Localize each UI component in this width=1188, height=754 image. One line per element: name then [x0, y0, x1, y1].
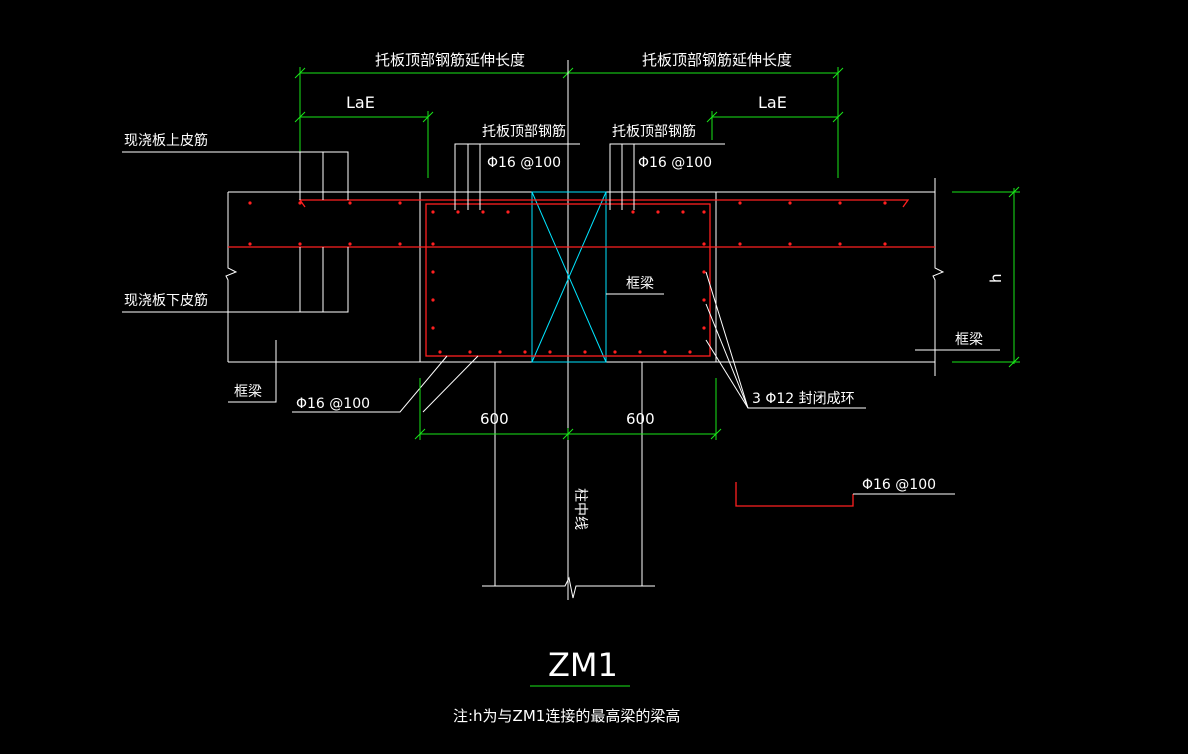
- column-axis-label: 柱中线: [572, 488, 588, 530]
- top-bar-label-left: 托板顶部钢筋: [482, 123, 566, 140]
- slab-bottom-bar-label: 现浇板下皮筋: [124, 292, 208, 309]
- lae-dimension-right: [706, 111, 844, 140]
- slab-outline: [225, 178, 945, 376]
- beam-cross-hatch: [531, 191, 607, 363]
- top-bar-spec-right: Φ16 @100: [638, 155, 712, 171]
- bottom-bar-spec-label: Φ16 @100: [296, 396, 370, 412]
- top-extension-label-left: 托板顶部钢筋延伸长度: [375, 51, 525, 69]
- height-dimension: [952, 186, 1020, 368]
- top-extension-dimension: [294, 67, 844, 178]
- dimension-600-right: 600: [626, 410, 655, 428]
- frame-beam-label-right: 框梁: [955, 332, 983, 348]
- lae-label-left: LaE: [346, 93, 375, 112]
- height-symbol: h: [987, 273, 1005, 283]
- legend-bar: [735, 482, 955, 507]
- slab-top-bar-label: 现浇板上皮筋: [124, 132, 208, 149]
- dimension-600-left: 600: [480, 410, 509, 428]
- bottom-dimension: [414, 378, 722, 440]
- drawing-note: 注:h为与ZM1连接的最高梁的梁高: [453, 707, 680, 725]
- top-extension-label-right: 托板顶部钢筋延伸长度: [642, 51, 792, 69]
- frame-beam-label-center: 框梁: [626, 276, 654, 292]
- rebar-lines: [228, 199, 935, 357]
- closed-ring-label: 3 Φ12 封闭成环: [752, 391, 855, 407]
- rebar-dots: [248, 201, 887, 354]
- top-bar-label-right: 托板顶部钢筋: [612, 123, 696, 140]
- column-outline: [482, 362, 655, 599]
- top-bar-spec-left: Φ16 @100: [487, 155, 561, 171]
- lae-dimension-left: [294, 111, 434, 178]
- drawing-title: ZM1: [548, 646, 618, 684]
- legend-bar-spec: Φ16 @100: [862, 477, 936, 493]
- leader-lines: [122, 143, 1000, 413]
- frame-beam-label-left: 框梁: [234, 384, 262, 400]
- lae-label-right: LaE: [758, 93, 787, 112]
